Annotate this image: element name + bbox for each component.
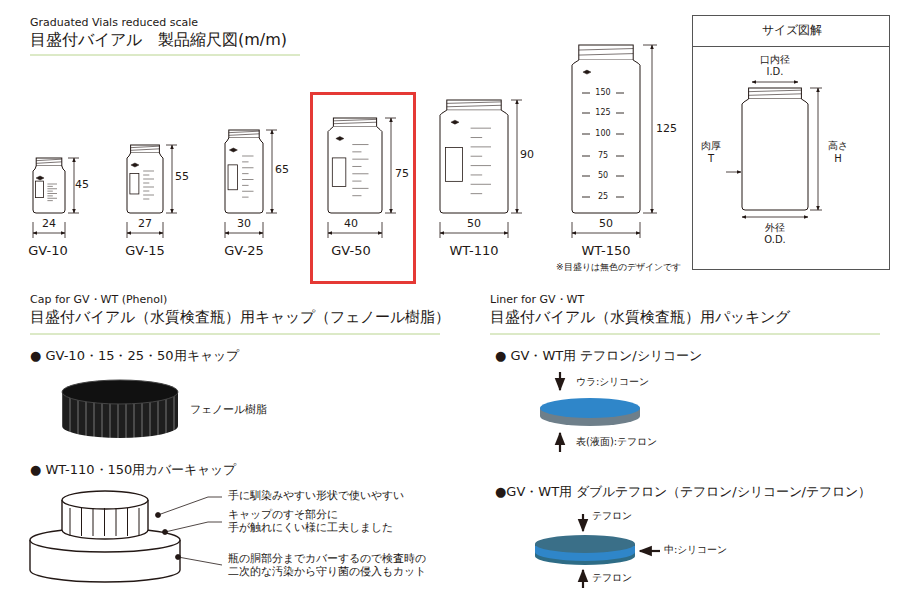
label: 55	[175, 170, 189, 183]
double-liner-disc	[535, 535, 635, 565]
size-diagram-panel: サイズ図解	[692, 15, 890, 270]
node-text: 75	[395, 167, 409, 180]
label: 中:シリコーン	[664, 544, 727, 556]
label: 目盛付バイアル 製品縮尺図(m/m)	[30, 30, 287, 49]
label: 50	[598, 171, 608, 181]
label: 150	[595, 88, 610, 98]
label: 外径	[765, 222, 785, 234]
label: 肉厚	[701, 140, 721, 152]
vial	[440, 100, 508, 213]
label: 75	[598, 151, 608, 161]
label: H	[834, 153, 842, 165]
label: 45	[75, 178, 89, 191]
node-text: 40	[344, 217, 358, 230]
label: Graduated Vials reduced scale	[30, 16, 198, 29]
label: GV-10	[28, 243, 67, 259]
vial	[127, 145, 163, 213]
label: 50	[467, 217, 481, 230]
leader-lines	[156, 497, 223, 565]
size-dims	[726, 82, 822, 217]
label: O.D.	[764, 234, 786, 246]
label: ● GV-10・15・25・50用キャップ	[30, 348, 239, 364]
label: 27	[138, 217, 152, 230]
label: 口内径	[760, 54, 790, 66]
label: テフロン	[592, 510, 632, 522]
label: Liner for GV・WT	[490, 293, 584, 306]
label: ●GV・WT用 ダブルテフロン（テフロン/シリコーン/テフロン）	[495, 484, 871, 500]
label: 125	[656, 122, 677, 135]
label: Cap for GV・WT (Phenol)	[30, 293, 167, 306]
label: 90	[520, 148, 534, 161]
label: WT-110	[449, 243, 498, 259]
cover-cap	[30, 491, 180, 582]
label: I.D.	[766, 66, 783, 78]
label: WT-150	[581, 243, 630, 259]
vial	[742, 88, 808, 210]
vial	[33, 158, 65, 213]
label: 24	[42, 217, 56, 230]
highlight-box: 75 40GV-50	[310, 92, 416, 284]
label: 65	[275, 163, 289, 176]
label: 高さ	[828, 140, 848, 152]
label: 30	[237, 217, 251, 230]
vial	[572, 45, 640, 213]
label: キャップのすそ部分に 手が触れにくい様に工夫しました	[228, 508, 428, 534]
label: 瓶の胴部分までカバーするので検査時の 二次的な汚染から守り菌の侵入もカット	[228, 552, 468, 578]
liner-disc	[540, 398, 640, 426]
node-text: GV-50	[331, 243, 370, 259]
dimension-lines	[33, 45, 657, 238]
label: テフロン	[592, 572, 632, 584]
vial	[328, 118, 382, 213]
label: ※目盛りは無色のデザインです	[556, 262, 681, 273]
label: 50	[599, 217, 613, 230]
label: 100	[595, 129, 610, 139]
label: ● WT-110・150用カバーキャップ	[30, 462, 236, 478]
node-text: サイズ図解	[762, 23, 822, 37]
rules	[30, 55, 880, 334]
label: GV-25	[224, 243, 263, 259]
label: GV-15	[125, 243, 164, 259]
arrows	[560, 372, 660, 588]
label: ウラ:シリコーン	[576, 376, 649, 388]
label: 25	[598, 192, 608, 202]
label: 125	[595, 108, 610, 118]
label: 目盛付バイアル（水質検査瓶）用パッキング	[490, 308, 790, 326]
vial	[225, 130, 263, 213]
label: 表(液面):テフロン	[576, 436, 657, 448]
label: フェノール樹脂	[190, 403, 267, 416]
phenol-cap	[62, 380, 178, 438]
label: ● GV・WT用 テフロン/シリコーン	[495, 348, 702, 364]
header-rule	[693, 46, 889, 47]
label: T	[708, 153, 714, 165]
label: 手に馴染みやすい形状で使いやすい	[228, 489, 404, 502]
label: 目盛付バイアル（水質検査瓶）用キャップ（フェノール樹脂）	[30, 308, 450, 326]
